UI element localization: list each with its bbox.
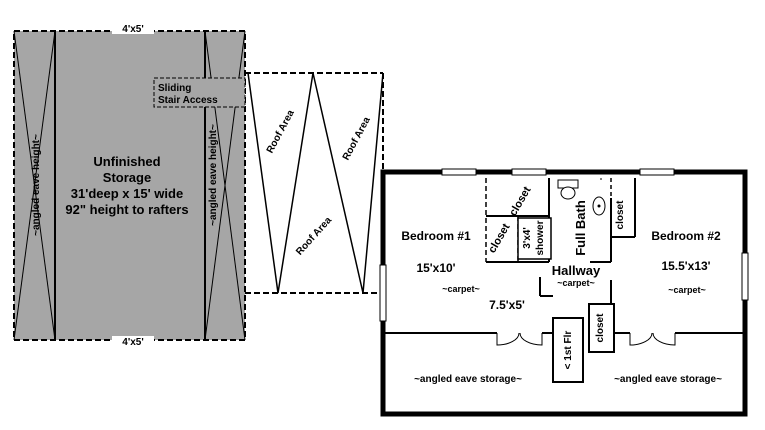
dim-top-label: 4'x5' [122,24,143,35]
window-left-wall [379,264,387,322]
dim-top-bg [112,23,154,34]
unfinished-storage: 4'x5' 4'x5' ~angled eave height~ ~angled… [13,23,246,348]
window-top-right [639,168,675,176]
shower-label: shower [535,220,546,255]
storage-title-line1: Unfinished [93,154,160,169]
finished-floor: < 1st Flr closet closet closet 3'x4' sho… [379,168,749,417]
eave-storage-right: ~angled eave storage~ [614,374,722,385]
bed1-closet-doors [496,332,543,346]
roof-label-2: Roof Area [341,115,373,162]
bedroom1-size: 15'x10' [416,261,455,275]
sink-icon [592,196,606,216]
storage-height: 92" height to rafters [65,202,188,217]
closet-bottom-label: closet [595,313,606,343]
bedroom2-name: Bedroom #2 [651,229,721,243]
sliding-stair-box [153,77,246,108]
storage-title-line2: Storage [103,170,151,185]
dim-bottom-label: 4'x5' [122,337,143,348]
bedroom1-floor: ~carpet~ [442,284,480,294]
roof-label-3: Roof Area [294,215,334,258]
hallway-floor: ~carpet~ [557,278,595,288]
stair-down [552,317,584,383]
stair-access-line1: Sliding [158,83,191,94]
storage-size: 31'deep x 15' wide [71,186,183,201]
eave-height-right-label: ~angled eave height~ [208,124,219,226]
toilet-icon [557,179,579,200]
hallway-name: Hallway [552,263,601,278]
eave-height-left-label: ~angled eave height~ [31,134,42,236]
closet-right-label: closet [615,200,626,230]
dim-bottom-bg [112,336,154,347]
window-top-left [441,168,477,176]
bedroom2-size: 15.5'x13' [661,259,710,273]
stair-down-label: < 1st Flr [563,331,574,370]
bedroom2-floor: ~carpet~ [668,285,706,295]
roof-label-1: Roof Area [265,108,297,155]
hallway-size: 7.5'x5' [489,298,525,312]
bath-label: Full Bath [573,200,588,256]
eave-storage-left: ~angled eave storage~ [414,374,522,385]
stair-access-line2: Stair Access [158,95,218,106]
roof-area: Roof Area Roof Area Roof Area [245,72,384,294]
roof-zigzag [247,72,384,294]
bedroom1-name: Bedroom #1 [401,229,471,243]
bed2-closet-doors [629,332,676,346]
window-top-mid [511,168,547,176]
eave-left-diagonal-2 [13,30,56,341]
shower-size: 3'x4' [522,227,533,248]
closet-bottom [588,303,615,353]
window-right-wall [741,252,749,301]
shower [517,217,552,260]
